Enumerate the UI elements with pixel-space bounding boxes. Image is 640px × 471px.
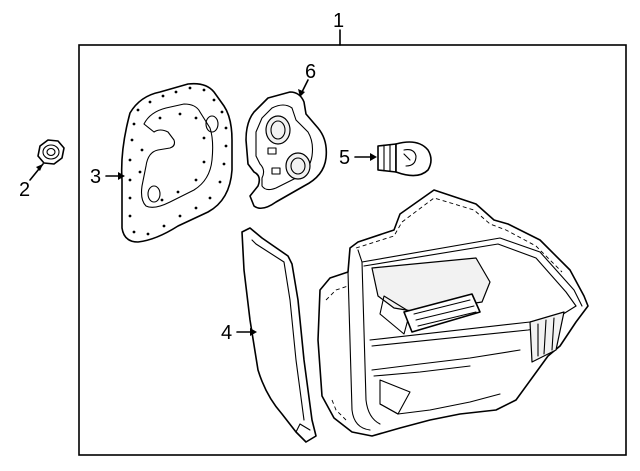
callout-5: 5 bbox=[339, 147, 350, 169]
part-5-bulb bbox=[377, 141, 432, 177]
callout-5-arrow bbox=[370, 153, 377, 161]
part-6-socket-plate bbox=[245, 91, 328, 210]
callout-2: 2 bbox=[19, 179, 30, 201]
part-3-gasket bbox=[120, 82, 233, 243]
callout-2-arrow bbox=[36, 164, 43, 171]
callout-6: 6 bbox=[305, 61, 316, 83]
callout-3-arrow bbox=[118, 172, 125, 180]
callout-4: 4 bbox=[221, 322, 232, 344]
callout-6-arrow bbox=[298, 89, 305, 97]
callout-4-arrow bbox=[250, 328, 257, 336]
part-4-trim-panel bbox=[241, 227, 317, 443]
callout-3: 3 bbox=[90, 166, 101, 188]
part-2-nut bbox=[37, 139, 65, 165]
assembly-frame bbox=[78, 44, 627, 456]
callout-1: 1 bbox=[333, 10, 344, 32]
main-lamp-housing bbox=[317, 189, 589, 437]
